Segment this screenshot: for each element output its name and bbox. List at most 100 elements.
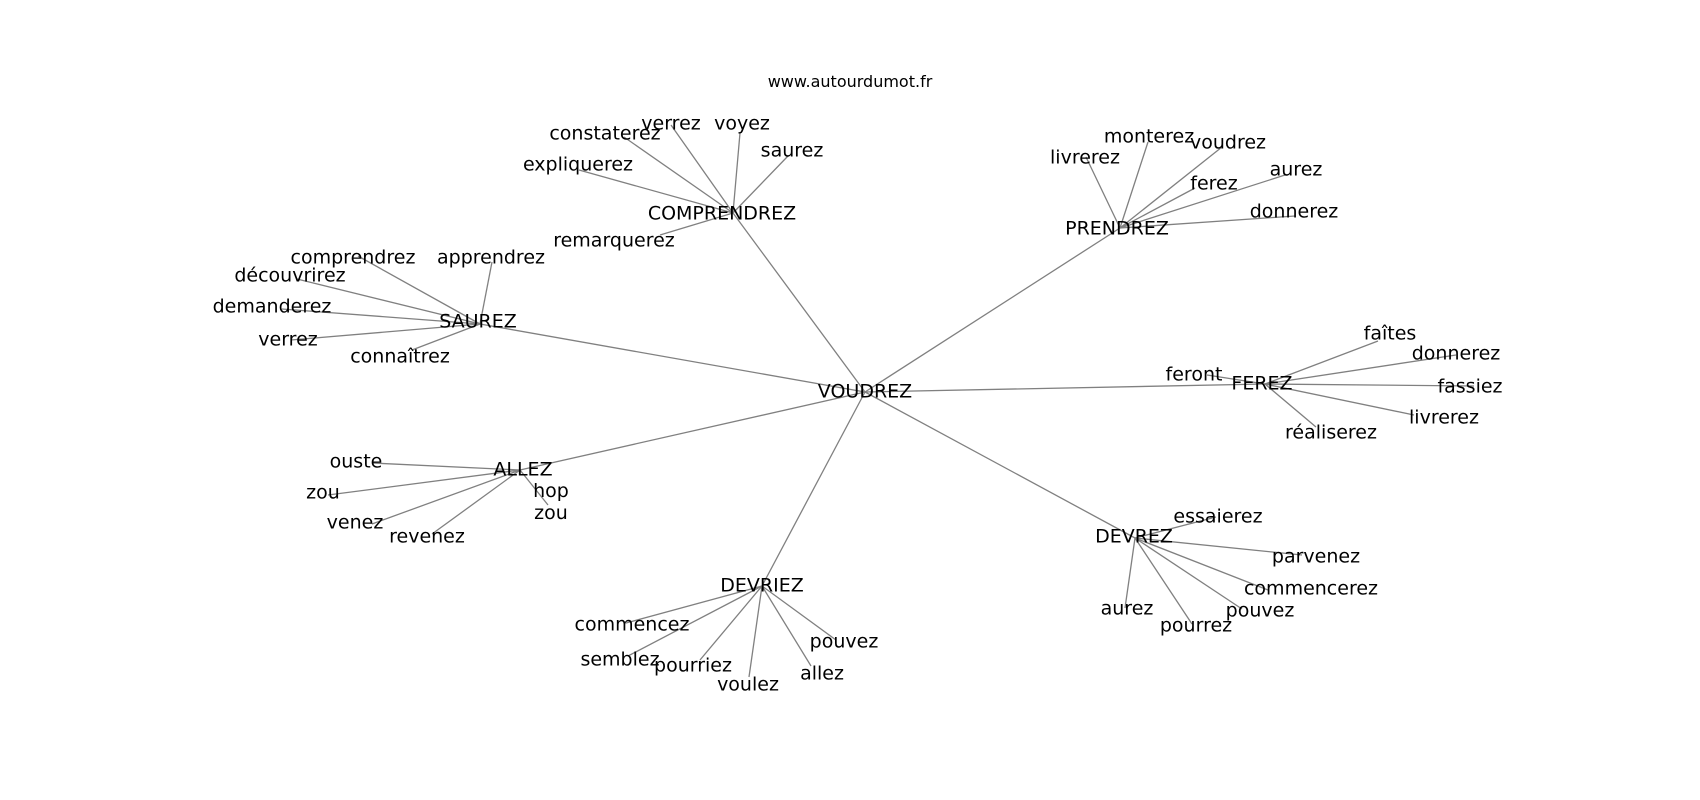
leaf-label: pouvez (1226, 600, 1295, 622)
edge-center-to-hub-devrez (864, 391, 1136, 539)
leaf-label: faîtes (1364, 323, 1417, 345)
edge-hub-saurez-leaf-1 (479, 261, 493, 325)
edge-hub-allez-leaf-0 (371, 462, 521, 471)
edge-hub-ferez-leaf-1 (1264, 340, 1379, 385)
leaf-label: remarquerez (553, 230, 675, 252)
leaf-label: semblez (580, 649, 659, 671)
leaf-label: pourrez (1160, 615, 1232, 637)
edge-hub-devrez-leaf-3 (1134, 537, 1243, 610)
edge-hub-devrez-leaf-4 (1134, 537, 1193, 625)
edge-hub-devriez-leaf-4 (761, 585, 812, 667)
edge-center-to-hub-saurez (479, 323, 866, 393)
leaf-label: constaterez (549, 123, 660, 145)
leaf-label: demanderez (213, 296, 332, 318)
leaf-label: livrerez (1409, 407, 1479, 429)
edge-hub-allez-leaf-4 (519, 469, 549, 506)
edge-hub-ferez-leaf-4 (1264, 383, 1415, 416)
leaf-label: zou (306, 482, 340, 504)
edge-hub-ferez-leaf-3 (1264, 383, 1475, 387)
edge-hub-prendrez-leaf-3 (1119, 174, 1286, 229)
edge-hub-comprendrez-leaf-5 (659, 212, 734, 236)
leaf-label: voyez (714, 113, 770, 135)
edge-hub-prendrez-leaf-5 (1119, 215, 1296, 229)
edge-hub-devriez-leaf-2 (699, 585, 763, 661)
leaf-label: donnerez (1412, 343, 1501, 365)
edge-hub-prendrez-leaf-1 (1119, 141, 1149, 229)
edge-hub-devrez-leaf-1 (1134, 537, 1303, 556)
edge-center-to-hub-prendrez (864, 227, 1121, 393)
source-url: www.autourdumot.fr (767, 72, 933, 91)
leaf-label: donnerez (1250, 201, 1339, 223)
leaf-label: expliquerez (523, 154, 633, 176)
edge-hub-ferez-leaf-0 (1206, 374, 1266, 385)
edge-hub-saurez-leaf-4 (290, 323, 481, 341)
edge-hub-prendrez-leaf-0 (1085, 156, 1121, 229)
edge-hub-comprendrez-leaf-0 (623, 136, 734, 214)
leaf-label: aurez (1270, 159, 1323, 181)
leaf-label: pouvez (810, 631, 879, 653)
leaf-label: ouste (330, 451, 383, 473)
hub-label-comprendrez: COMPRENDREZ (648, 203, 796, 225)
leaf-label: apprendrez (437, 247, 545, 269)
hub-label-saurez: SAUREZ (439, 311, 517, 333)
hub-label-devriez: DEVRIEZ (720, 575, 803, 597)
center-node-label: VOUDREZ (818, 381, 912, 403)
leaf-label: voudrez (1190, 132, 1266, 154)
edge-hub-devriez-leaf-5 (761, 585, 837, 641)
leaf-label: commencerez (1244, 578, 1378, 600)
edge-hub-saurez-leaf-5 (411, 323, 481, 351)
leaf-label: aurez (1101, 598, 1154, 620)
edge-hub-saurez-leaf-2 (296, 278, 481, 325)
leaf-label: monterez (1104, 126, 1194, 148)
leaf-label: verrez (641, 113, 700, 135)
edge-hub-devrez-leaf-5 (1124, 537, 1136, 609)
edge-hub-devrez-leaf-2 (1134, 537, 1269, 591)
edge-hub-comprendrez-leaf-4 (578, 169, 734, 214)
edge-hub-ferez-leaf-5 (1264, 383, 1317, 428)
edge-hub-prendrez-leaf-4 (1119, 187, 1196, 229)
edge-hub-devriez-leaf-0 (625, 585, 763, 624)
edge-hub-allez-leaf-3 (431, 469, 521, 535)
leaf-label: allez (800, 663, 844, 685)
edge-hub-comprendrez-leaf-1 (670, 124, 734, 214)
edge-center-to-hub-allez (519, 391, 866, 471)
edge-hub-devriez-leaf-1 (627, 585, 763, 657)
edge-hub-comprendrez-leaf-3 (732, 155, 789, 214)
leaf-label: réaliserez (1285, 422, 1377, 444)
hub-label-ferez: FEREZ (1231, 373, 1292, 395)
leaf-label: livrerez (1050, 147, 1120, 169)
leaf-label: revenez (389, 526, 465, 548)
hub-label-allez: ALLEZ (493, 459, 552, 481)
edge-hub-comprendrez-leaf-2 (732, 132, 741, 214)
edge-hub-devriez-leaf-3 (748, 585, 763, 678)
leaf-label: découvrirez (234, 265, 345, 287)
edge-hub-saurez-leaf-3 (281, 308, 481, 325)
leaf-label: pourriez (654, 655, 732, 677)
edge-hub-prendrez-leaf-2 (1119, 146, 1223, 229)
edge-hub-allez-leaf-1 (327, 469, 521, 496)
leaf-label: saurez (761, 140, 824, 162)
leaf-label: comprendrez (291, 247, 416, 269)
leaf-label: feront (1166, 364, 1223, 386)
leaf-label: venez (327, 512, 384, 534)
hub-label-devrez: DEVREZ (1095, 526, 1173, 548)
edge-center-to-hub-devriez (761, 391, 866, 587)
leaf-label: commencez (575, 614, 690, 636)
leaf-label: verrez (258, 329, 317, 351)
edge-hub-allez-leaf-2 (371, 469, 521, 525)
edge-center-to-hub-comprendrez (732, 212, 866, 393)
edge-hub-devrez-leaf-0 (1134, 516, 1217, 539)
leaf-label: parvenez (1272, 546, 1360, 568)
leaf-label: ferez (1190, 173, 1237, 195)
edge-center-to-hub-ferez (864, 383, 1266, 393)
edge-layer (281, 124, 1475, 678)
leaf-label: voulez (717, 674, 779, 696)
edge-hub-saurez-leaf-0 (357, 255, 481, 325)
edge-hub-ferez-leaf-2 (1264, 354, 1457, 385)
hub-label-prendrez: PRENDREZ (1065, 218, 1169, 240)
leaf-label: fassiez (1437, 376, 1502, 398)
leaf-label: essaierez (1173, 506, 1262, 528)
